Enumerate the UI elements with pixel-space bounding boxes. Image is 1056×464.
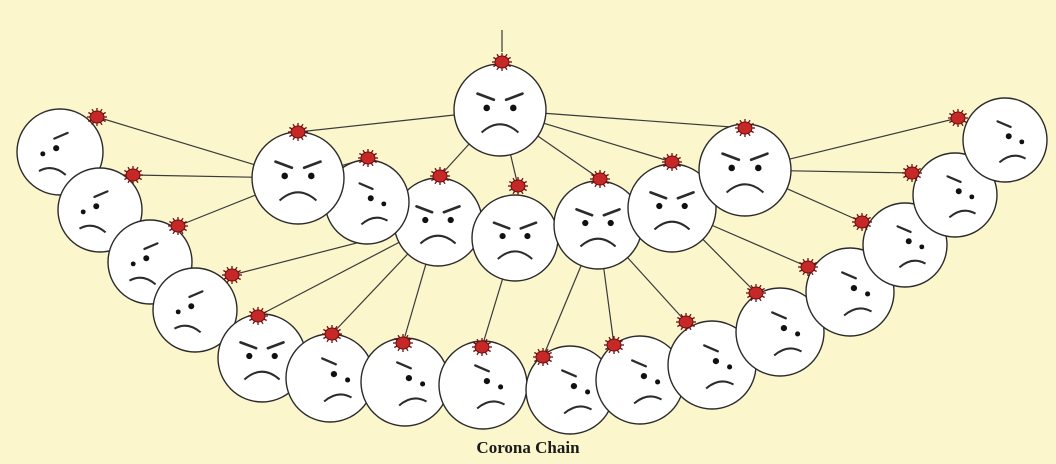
infection-link	[703, 239, 756, 293]
infection-link	[544, 123, 672, 162]
sad-face-icon	[699, 124, 791, 216]
sad-face-icon	[963, 98, 1047, 182]
infection-link	[787, 189, 862, 222]
infection-link	[538, 136, 600, 179]
diagram-caption: Corona Chain	[0, 438, 1056, 458]
infection-link	[482, 279, 503, 347]
infection-link	[298, 115, 454, 132]
infection-link	[332, 254, 408, 334]
infection-link	[628, 258, 686, 322]
sad-face-icon	[472, 195, 558, 281]
infection-link	[604, 269, 614, 345]
infection-link	[178, 195, 255, 226]
sad-face-icon	[252, 132, 344, 224]
sad-face-icon	[439, 341, 527, 429]
infection-link	[546, 113, 745, 128]
infection-link	[258, 242, 399, 316]
sad-face-icon	[454, 64, 546, 156]
infection-link	[543, 266, 581, 357]
infection-link	[133, 175, 252, 177]
infection-link	[790, 118, 958, 159]
infection-link	[791, 171, 912, 173]
infection-link	[712, 226, 808, 268]
virus-icon	[948, 109, 968, 127]
sad-face-icon	[554, 181, 642, 269]
infection-link	[97, 117, 254, 165]
infection-link	[403, 264, 426, 343]
sad-face-icon	[361, 338, 449, 426]
virus-icon	[508, 177, 528, 195]
